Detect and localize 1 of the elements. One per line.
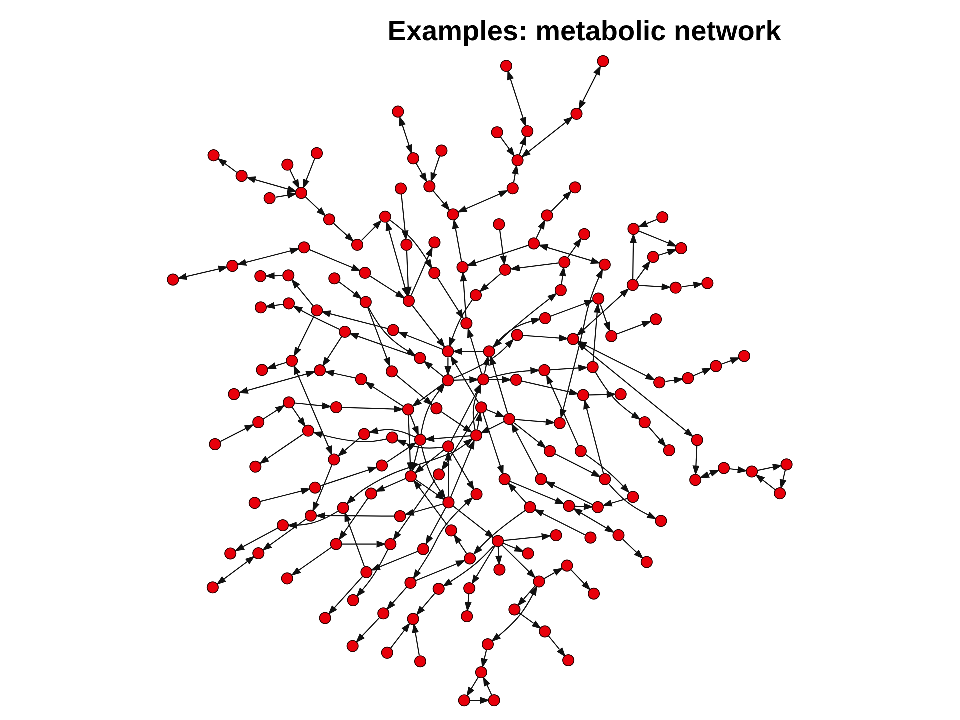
diagram-title: Examples: metabolic network [388, 15, 782, 46]
